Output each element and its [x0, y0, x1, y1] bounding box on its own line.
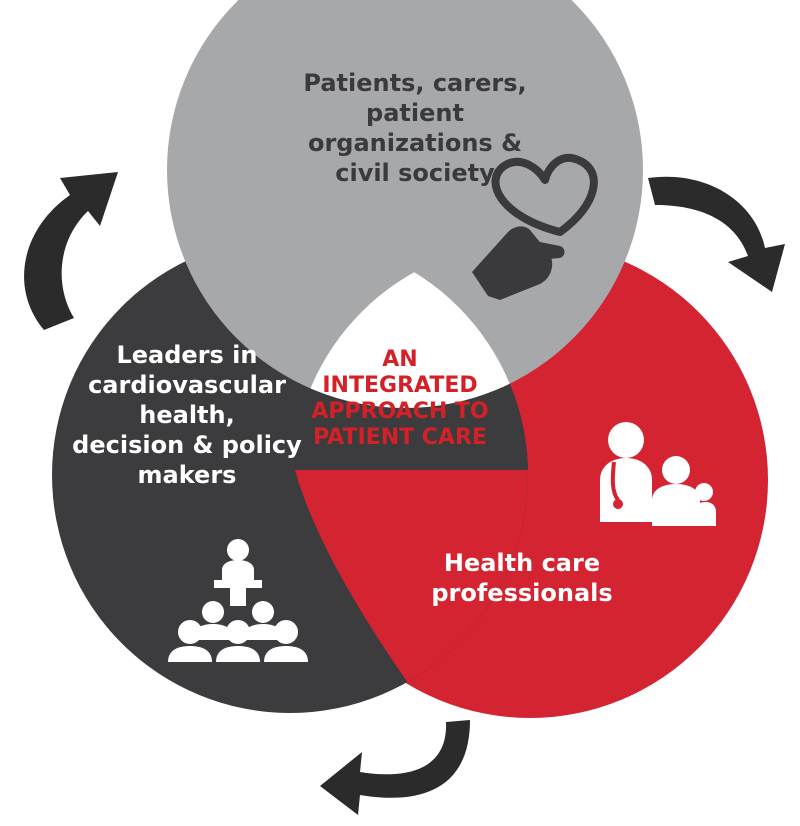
center-intersection	[292, 242, 528, 408]
center-label-line: PATIENT CARE	[313, 424, 487, 450]
professionals-overlap-lower	[295, 470, 528, 700]
hand-holding-heart-icon	[472, 154, 598, 300]
patients-circle	[167, 0, 643, 408]
leaders-label-line: makers	[137, 461, 237, 489]
professionals-label: Health care professionals	[392, 548, 652, 608]
professionals-label-line: Health care	[443, 549, 601, 577]
center-label-line: APPROACH TO	[311, 398, 489, 424]
cycle-arrow-left	[24, 172, 118, 330]
center-label-line: AN	[382, 347, 418, 372]
patients-label-line: civil society	[335, 159, 495, 187]
leaders-label-line: cardiovascular	[88, 371, 286, 399]
cycle-arrow-bottom	[320, 720, 470, 815]
speaker-audience-icon	[168, 539, 308, 662]
cycle-arrow-right	[648, 176, 785, 292]
center-label-line: INTEGRATED	[322, 372, 478, 398]
patients-label-line: patient	[366, 99, 464, 127]
professionals-label-line: professionals	[431, 579, 613, 607]
leaders-label-line: decision & policy	[72, 431, 302, 459]
leaders-label-line: health,	[139, 401, 235, 429]
patients-label: Patients, carers, patient organizations …	[260, 68, 570, 188]
leaders-label: Leaders in cardiovascular health, decisi…	[52, 340, 322, 490]
center-label: AN INTEGRATED APPROACH TO PATIENT CARE	[300, 347, 500, 451]
patients-label-line: organizations &	[307, 129, 523, 157]
patients-label-line: Patients, carers,	[303, 69, 527, 97]
doctor-with-family-icon	[600, 422, 716, 526]
leaders-label-line: Leaders in	[116, 341, 258, 369]
